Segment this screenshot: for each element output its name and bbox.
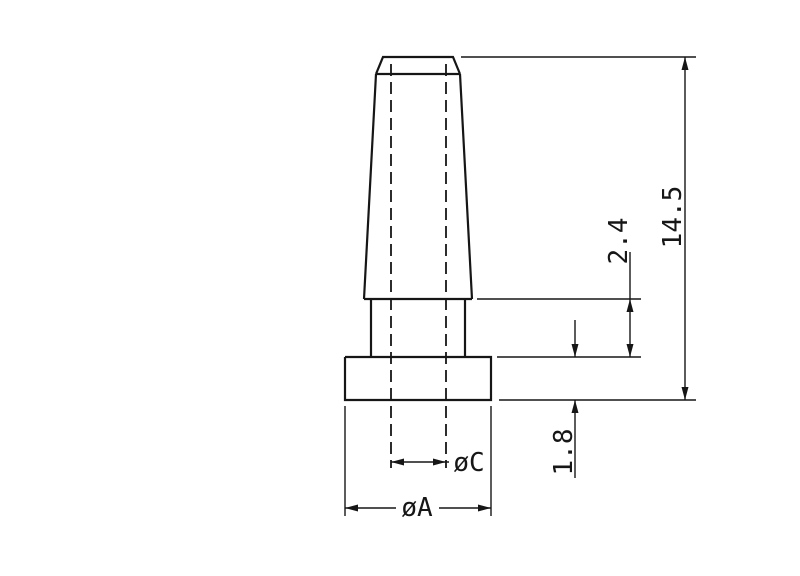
arrow-flange-dia-left xyxy=(345,504,358,512)
dimension-labels: 14.5 2.4 1.8 øC øA xyxy=(401,186,688,523)
label-flange-diameter: øA xyxy=(401,493,433,523)
arrow-flange-dia-right xyxy=(478,504,491,512)
arrow-neck-top xyxy=(626,299,634,312)
arrow-neck-bottom xyxy=(626,344,634,357)
bore-hidden-lines xyxy=(390,64,447,468)
flange-base xyxy=(343,355,493,402)
arrow-flange-height-bottom xyxy=(571,400,579,413)
arrow-overall-top xyxy=(681,57,689,70)
extension-lines xyxy=(344,56,696,516)
part-outline xyxy=(343,55,493,402)
arrow-bore-right xyxy=(433,458,446,466)
label-overall-height: 14.5 xyxy=(658,186,688,249)
arrow-flange-height-top xyxy=(571,344,579,357)
label-neck-height: 2.4 xyxy=(604,218,634,265)
dimension-arrows xyxy=(345,57,689,512)
arrow-bore-left xyxy=(391,458,404,466)
label-flange-height: 1.8 xyxy=(549,429,579,476)
dimension-lines xyxy=(345,57,686,509)
neck xyxy=(369,299,467,357)
tip-chamfer xyxy=(374,55,462,76)
label-bore-diameter: øC xyxy=(453,448,484,478)
arrow-overall-bottom xyxy=(681,387,689,400)
tapered-body xyxy=(362,73,474,301)
